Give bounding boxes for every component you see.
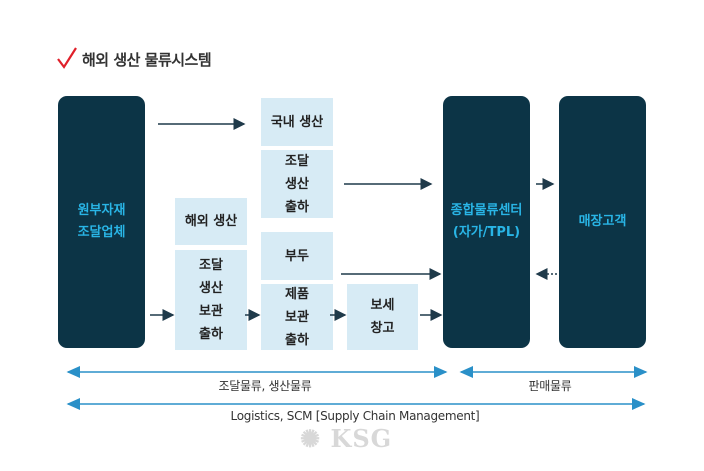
overseas-steps-box: 조달 생산 보관 출하 <box>175 250 247 350</box>
step: 생산 <box>285 176 309 192</box>
step: 조달 <box>199 258 223 273</box>
overseas-production-box: 해외 생산 <box>175 198 247 245</box>
step: 제품 <box>285 286 309 302</box>
step: 보관 <box>285 309 309 325</box>
supplier-line-2: 조달업체 <box>77 225 126 240</box>
overseas-label: 해외 생산 <box>184 214 238 229</box>
step: 보관 <box>199 304 223 319</box>
product-steps-box: 제품 보관 출하 <box>261 284 333 350</box>
watermark-text: KSG <box>330 424 393 453</box>
center-line-1: 종합물류센터 <box>450 203 523 218</box>
supplier-box: 원부자재 조달업체 <box>58 96 145 348</box>
bonded-line-1: 보세 <box>370 298 395 313</box>
center-line-2: (자가/TPL) <box>452 225 521 240</box>
port-label: 부두 <box>285 248 309 264</box>
checkmark-icon <box>57 47 77 69</box>
step: 출하 <box>199 327 223 342</box>
supplier-line-1: 원부자재 <box>77 203 126 218</box>
domestic-label: 국내 생산 <box>270 114 324 130</box>
domestic-steps-box: 조달 생산 출하 <box>261 150 333 218</box>
scm-label: Logistics, SCM [Supply Chain Management] <box>230 409 480 423</box>
sales-label: 판매물류 <box>528 379 572 393</box>
customer-box: 매장고객 <box>559 96 646 348</box>
step: 조달 <box>285 153 309 169</box>
step: 생산 <box>199 281 223 296</box>
bonded-line-2: 창고 <box>370 321 395 336</box>
procurement-label: 조달물류, 생산물류 <box>218 379 312 393</box>
logistics-center-box: 종합물류센터 (자가/TPL) <box>443 96 530 348</box>
bonded-warehouse-box: 보세 창고 <box>347 284 418 350</box>
domestic-production-box: 국내 생산 <box>261 98 333 146</box>
port-box: 부두 <box>261 232 333 280</box>
customer-label: 매장고객 <box>578 214 627 229</box>
watermark-logo: ✺ KSG <box>300 424 393 453</box>
step: 출하 <box>285 199 309 215</box>
step: 출하 <box>285 332 309 348</box>
page-title: 해외 생산 물류시스템 <box>82 51 212 69</box>
